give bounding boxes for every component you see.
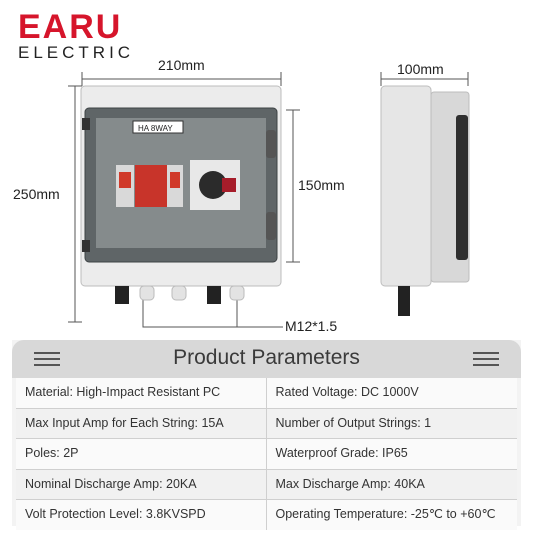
parameter-row: Poles: 2P Waterproof Grade: IP65 [16, 439, 517, 470]
parameter-cell: Rated Voltage: DC 1000V [275, 385, 419, 399]
brand-subtitle: ELECTRIC [18, 43, 135, 62]
dimension-height: 250mm [13, 186, 60, 202]
parameters-table: Material: High-Impact Resistant PC Rated… [16, 378, 517, 530]
parameter-cell: Max Discharge Amp: 40KA [275, 476, 425, 491]
parameter-row: Nominal Discharge Amp: 20KA Max Discharg… [16, 469, 517, 501]
dimension-front-width: 210mm [158, 57, 205, 73]
decorative-lines-icon [473, 352, 499, 366]
device-label: HA 8WAY [138, 124, 173, 133]
brand-name: EARU [18, 8, 123, 46]
parameters-header: Product Parameters [12, 340, 521, 378]
parameters-title: Product Parameters [173, 346, 360, 369]
parameter-cell: Poles: 2P [16, 439, 267, 469]
dimension-gland: M12*1.5 [285, 318, 338, 334]
enclosure-side [380, 85, 470, 316]
parameter-cell: Waterproof Grade: IP65 [275, 446, 408, 461]
enclosure-front: HA 8WAY [80, 85, 282, 304]
parameter-row: Max Input Amp for Each String: 15A Numbe… [16, 408, 517, 440]
parameter-cell: Max Input Amp for Each String: 15A [16, 408, 267, 439]
parameter-row: Material: High-Impact Resistant PC Rated… [16, 378, 517, 409]
parameter-cell: Operating Temperature: -25℃ to +60℃ [275, 507, 496, 522]
decorative-lines-icon [34, 352, 60, 366]
parameter-cell: Number of Output Strings: 1 [275, 415, 432, 430]
product-illustration: HA 8WAY [68, 72, 470, 328]
parameter-row: Volt Protection Level: 3.8KVSPD Operatin… [16, 500, 517, 530]
parameter-cell: Nominal Discharge Amp: 20KA [16, 469, 267, 500]
parameter-cell: Material: High-Impact Resistant PC [16, 378, 267, 408]
dimension-window-height: 150mm [298, 177, 345, 193]
dimension-side-width: 100mm [397, 61, 444, 77]
dimension-lines [68, 72, 469, 328]
parameter-cell: Volt Protection Level: 3.8KVSPD [16, 500, 267, 530]
brand-logo: EARU ELECTRIC [18, 8, 134, 62]
product-parameters-panel: Product Parameters Material: High-Impact… [12, 340, 521, 530]
